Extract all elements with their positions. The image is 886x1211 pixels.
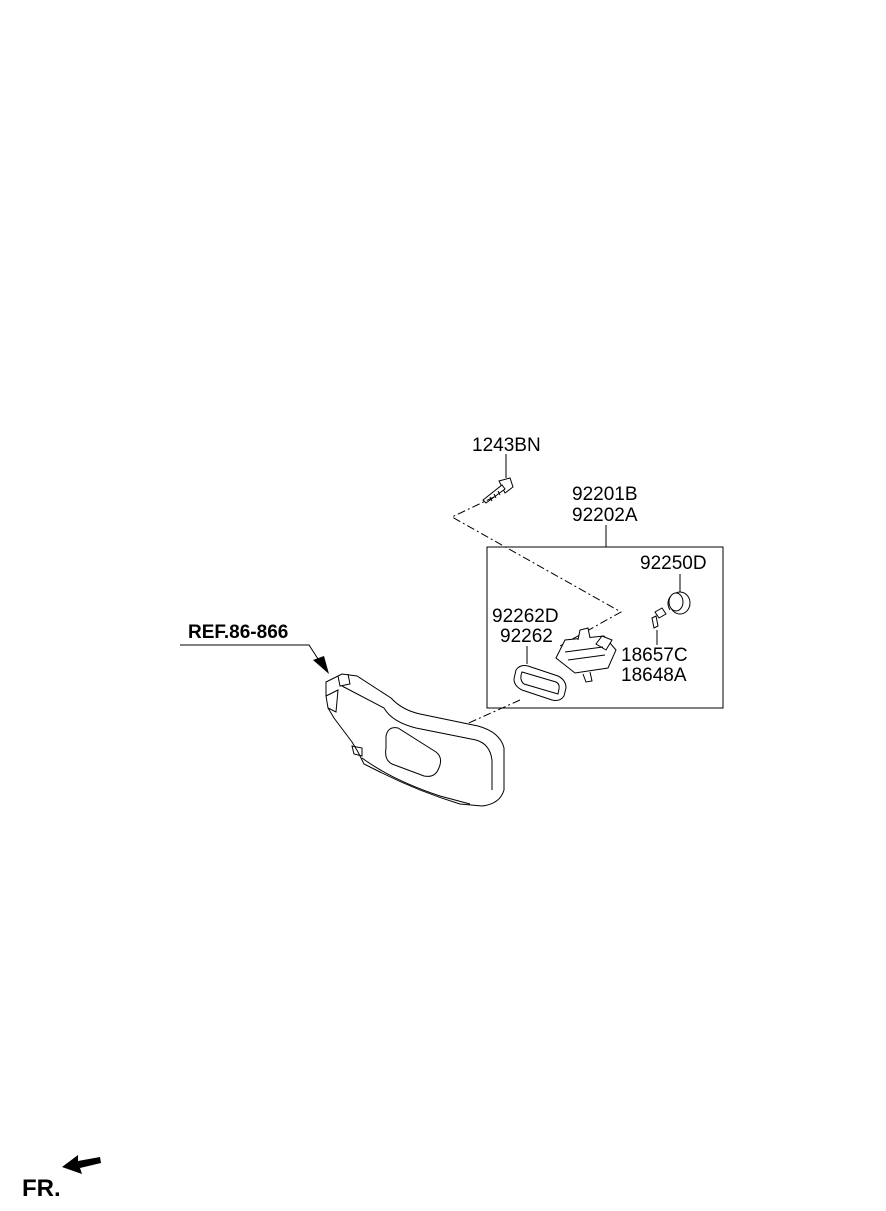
bumper-contour xyxy=(341,685,493,790)
lamp-assembly-box xyxy=(486,546,724,709)
label-reference: REF.86-866 xyxy=(188,622,288,643)
bumper-end-tab xyxy=(325,689,339,713)
socket-92250d-part xyxy=(667,574,691,615)
label-bulb-1: 18657C xyxy=(621,645,688,666)
label-bulb-2: 18648A xyxy=(621,665,687,686)
lamp-to-bumper-path xyxy=(461,699,521,727)
bumper-lower-tab xyxy=(351,745,363,757)
bumper-outline xyxy=(325,673,505,807)
label-bezel-2: 92262 xyxy=(500,626,553,647)
rear-bumper-part xyxy=(325,673,505,807)
bolt-1243bn-part xyxy=(482,454,514,504)
front-indicator-label: FR. xyxy=(22,1175,61,1202)
bulb-18657c-part xyxy=(651,607,667,645)
ref-leader-line xyxy=(180,644,321,663)
bolt-to-lamp-path xyxy=(450,496,623,647)
bulb-cap xyxy=(654,607,667,619)
bezel-92262-part xyxy=(513,646,567,701)
lamp-housing-tab xyxy=(577,627,591,641)
bezel-inner xyxy=(520,671,560,695)
arrow-down-right-icon xyxy=(313,656,329,674)
bumper-lamp-cutout xyxy=(385,727,442,777)
label-lamp-assy-2: 92202A xyxy=(572,505,638,526)
label-lamp-assy-1: 92201B xyxy=(572,484,638,505)
label-bolt: 1243BN xyxy=(472,435,541,456)
arrow-down-left-icon xyxy=(62,1155,101,1174)
lamp-housing-part xyxy=(555,627,617,683)
bulb-glass xyxy=(651,615,659,629)
label-bezel-1: 92262D xyxy=(492,606,559,627)
label-socket: 92250D xyxy=(640,553,707,574)
bezel-outer xyxy=(513,665,567,701)
